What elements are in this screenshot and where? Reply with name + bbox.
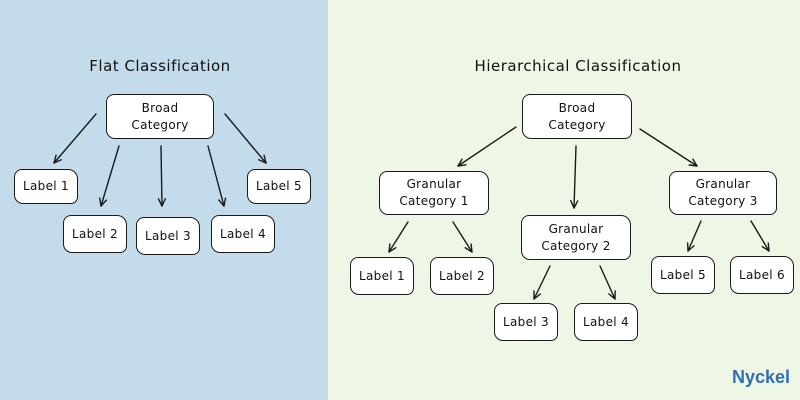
hier-label-4: Label 4: [574, 303, 638, 341]
flat-label-5: Label 5: [247, 169, 311, 204]
hierarchical-title: Hierarchical Classification: [474, 57, 682, 75]
hier-label-5: Label 5: [651, 256, 715, 294]
hier-label-1: Label 1: [350, 257, 414, 295]
hier-label-3: Label 3: [494, 303, 558, 341]
hier-granular-category-1: Granular Category 1: [379, 171, 489, 215]
flat-label-3: Label 3: [136, 217, 200, 255]
hier-granular-category-3: Granular Category 3: [669, 171, 777, 215]
hier-broad-category: Broad Category: [522, 94, 632, 139]
hier-label-6: Label 6: [730, 256, 794, 294]
nyckel-logo: Nyckel: [731, 367, 790, 387]
flat-label-4: Label 4: [211, 215, 275, 253]
flat-title: Flat Classification: [89, 57, 231, 75]
hier-label-2: Label 2: [430, 257, 494, 295]
flat-label-1: Label 1: [14, 169, 78, 204]
hier-granular-category-2: Granular Category 2: [521, 215, 631, 260]
flat-broad-category: Broad Category: [106, 94, 214, 139]
flat-label-2: Label 2: [63, 215, 127, 253]
